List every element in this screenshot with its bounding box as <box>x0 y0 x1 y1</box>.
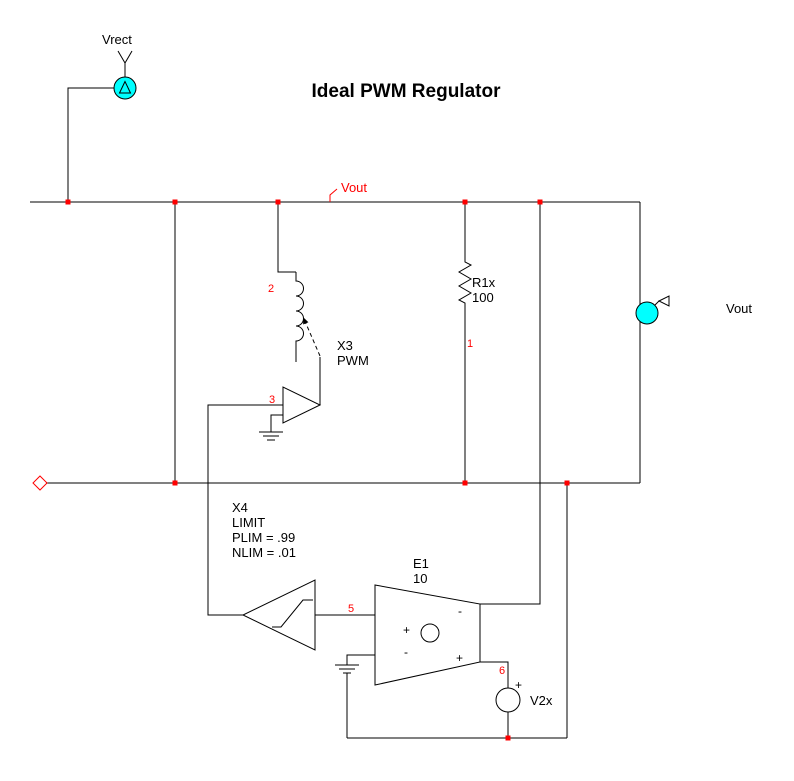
junction-dots <box>65 199 570 741</box>
e1-vcvs[interactable]: + - - + E1 10 <box>374 556 481 686</box>
schematic-title[interactable]: Ideal PWM Regulator <box>312 81 502 102</box>
x3-type[interactable]: PWM <box>337 353 369 368</box>
junction-dot <box>172 480 178 486</box>
e1-inner-plus: + <box>403 623 410 637</box>
node-number-5: 5 <box>348 603 354 615</box>
source-circle-icon <box>420 623 440 643</box>
x4-plim[interactable]: PLIM = .99 <box>232 530 295 545</box>
wire-feedback[interactable] <box>480 202 541 605</box>
wire-vrect-branch[interactable] <box>67 87 114 202</box>
vout-meter-label[interactable]: Vout <box>726 301 752 316</box>
ground-buffer[interactable] <box>259 414 283 441</box>
x3-pwm-transformer[interactable]: X3 PWM <box>282 272 369 424</box>
triangle-left-icon <box>657 295 670 307</box>
vrect-label[interactable]: Vrect <box>102 32 132 47</box>
voltage-source-icon[interactable] <box>495 687 521 713</box>
e1-pin-plus: + <box>456 651 463 665</box>
wire-e1-plus-to-v2x[interactable] <box>480 661 509 688</box>
vout-net-label[interactable]: Vout <box>329 180 367 202</box>
wire-e1-ref-ground[interactable] <box>346 654 375 665</box>
node-number-6: 6 <box>499 665 505 677</box>
ground-icon <box>259 414 283 441</box>
v2x-source[interactable]: + V2x <box>495 678 553 713</box>
e1-pin-minus: - <box>458 604 462 618</box>
e1-gain[interactable]: 10 <box>413 571 427 586</box>
vout-probe[interactable]: Vout <box>635 295 752 325</box>
probe-stem-icon <box>654 300 660 306</box>
node-number-2: 2 <box>268 283 274 295</box>
wire-primary-top[interactable] <box>277 202 296 273</box>
duty-control-arrow <box>303 318 321 357</box>
limiter-curve-icon <box>272 599 313 628</box>
arrow-head-icon <box>303 317 309 325</box>
v2x-plus-sign: + <box>515 678 522 692</box>
vrect-probe-icon[interactable] <box>113 76 137 100</box>
junction-dot <box>462 199 468 205</box>
e1-inner-minus: - <box>404 645 408 659</box>
x4-name[interactable]: X4 <box>232 500 248 515</box>
terminal-diamond-icon[interactable] <box>32 475 48 491</box>
x4-limiter[interactable]: X4 LIMIT PLIM = .99 NLIM = .01 <box>232 500 316 651</box>
x4-type[interactable]: LIMIT <box>232 515 265 530</box>
ground-e1[interactable] <box>335 655 359 674</box>
inductor-coil-icon[interactable] <box>295 272 304 362</box>
v2x-label[interactable]: V2x <box>530 693 553 708</box>
junction-dot <box>537 199 543 205</box>
antenna-icon <box>117 50 133 77</box>
r1x-value[interactable]: 100 <box>472 290 494 305</box>
pwm-buffer-icon[interactable] <box>282 386 322 424</box>
node-number-3: 3 <box>269 394 275 406</box>
junction-dot <box>462 480 468 486</box>
node-number-1: 1 <box>467 338 473 350</box>
r1x-name[interactable]: R1x <box>472 275 496 290</box>
junction-dot <box>505 735 511 741</box>
junction-dot <box>65 199 71 205</box>
ground-icon <box>335 655 359 674</box>
junction-dot <box>564 480 570 486</box>
e1-name[interactable]: E1 <box>413 556 429 571</box>
triangle-up-icon <box>118 80 132 94</box>
junction-dot <box>172 199 178 205</box>
junction-dot <box>275 199 281 205</box>
vrect-source[interactable]: Vrect <box>102 32 137 100</box>
vout-net-text[interactable]: Vout <box>341 180 367 195</box>
wire-control-path[interactable] <box>207 404 283 616</box>
e1-body-icon[interactable] <box>374 584 481 686</box>
vout-probe-icon[interactable] <box>635 301 659 325</box>
resistor-icon[interactable] <box>457 202 473 483</box>
limiter-body-icon[interactable] <box>241 579 316 651</box>
x4-nlim[interactable]: NLIM = .01 <box>232 545 296 560</box>
node-label-hook-icon <box>329 188 338 202</box>
resistor-r1x[interactable]: R1x 100 <box>457 202 496 483</box>
x3-name[interactable]: X3 <box>337 338 353 353</box>
